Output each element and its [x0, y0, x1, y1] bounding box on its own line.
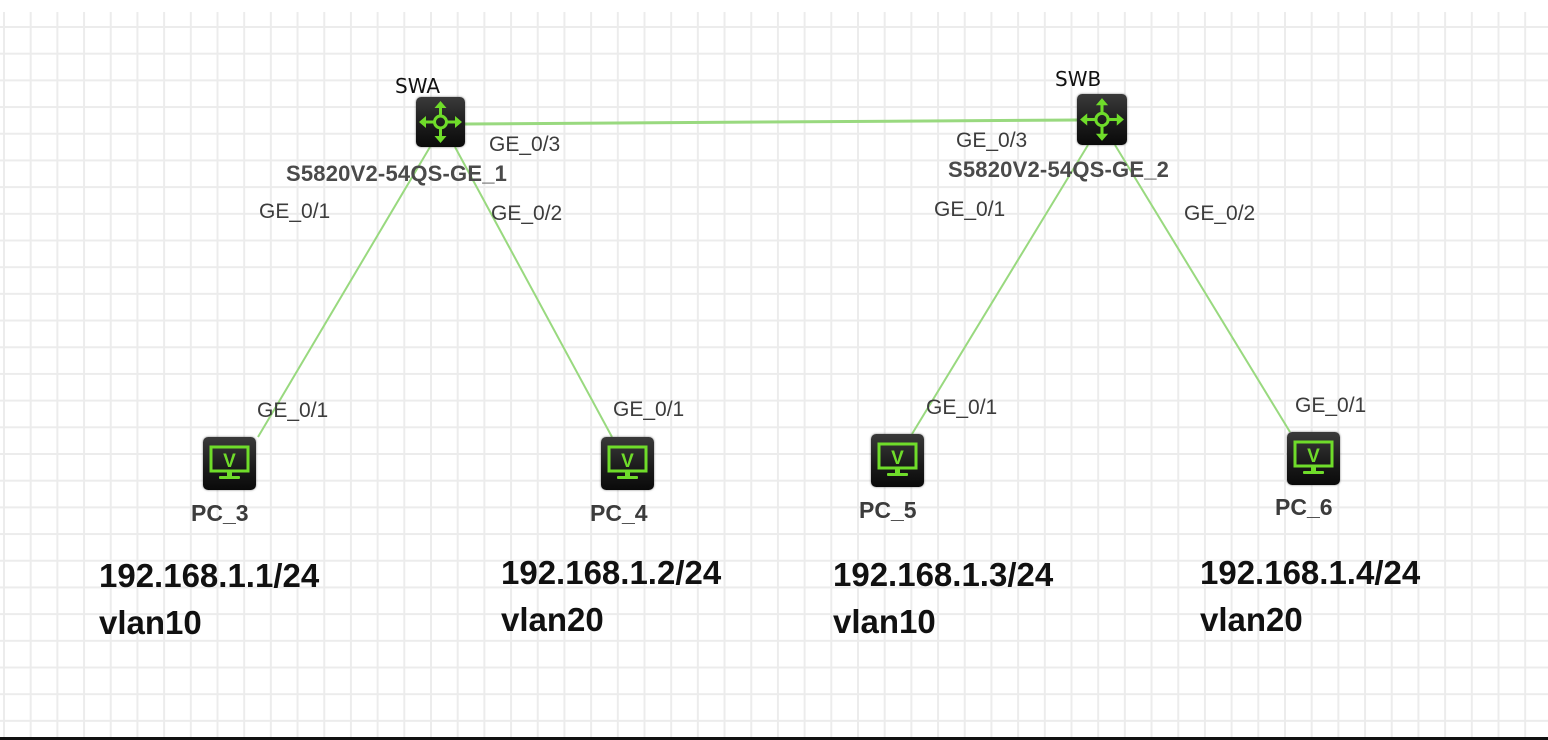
- pc-name-pc6: PC_6: [1275, 494, 1333, 520]
- port-label-swa-ge02: GE_0/2: [491, 202, 563, 225]
- ip-address-pc5: 192.168.1.3/24: [833, 556, 1054, 593]
- link-swb-pc5[interactable]: [911, 144, 1089, 435]
- pc-annotation-pc6: 192.168.1.4/24 vlan20: [1200, 549, 1420, 643]
- ip-address-pc4: 192.168.1.2/24: [501, 554, 722, 591]
- pc-icon: V: [607, 445, 648, 479]
- pc-annotation-pc3: 192.168.1.1/24 vlan10: [99, 552, 319, 646]
- port-label-pc4-ge01: GE_0/1: [613, 398, 685, 421]
- svg-text:V: V: [891, 448, 904, 469]
- port-label-swb-ge01: GE_0/1: [934, 198, 1006, 221]
- svg-text:V: V: [1307, 446, 1320, 467]
- switch-swb[interactable]: [1077, 94, 1127, 145]
- port-label-swb-ge03: GE_0/3: [956, 129, 1028, 152]
- pc-annotation-pc4: 192.168.1.2/24 vlan20: [501, 549, 721, 643]
- switch-model-label-swb: S5820V2-54QS-GE_2: [948, 157, 1170, 182]
- svg-text:V: V: [223, 451, 236, 472]
- port-label-pc5-ge01: GE_0/1: [926, 396, 998, 419]
- ip-address-pc6: 192.168.1.4/24: [1200, 554, 1421, 591]
- port-label-pc6-ge01: GE_0/1: [1295, 394, 1367, 417]
- vlan-label-pc6: vlan20: [1200, 601, 1303, 638]
- switch-model-label-swa: S5820V2-54QS-GE_1: [286, 161, 508, 186]
- vlan-label-pc4: vlan20: [501, 601, 604, 638]
- pc-pc3[interactable]: V: [203, 437, 256, 490]
- link-swa-swb[interactable]: [464, 118, 1079, 126]
- vlan-label-pc5: vlan10: [833, 603, 936, 640]
- canvas-top-margin: [0, 0, 1548, 12]
- port-label-pc3-ge01: GE_0/1: [257, 399, 329, 422]
- link-swa-pc4[interactable]: [454, 146, 613, 438]
- pc-annotation-pc5: 192.168.1.3/24 vlan10: [833, 551, 1053, 645]
- switch-swa[interactable]: [416, 97, 465, 147]
- port-label-swb-ge02: GE_0/2: [1184, 202, 1256, 225]
- switch-icon: [1080, 98, 1124, 141]
- pc-pc4[interactable]: V: [601, 437, 654, 490]
- link-swa-pc3[interactable]: [257, 146, 431, 438]
- port-label-swa-ge01: GE_0/1: [259, 200, 331, 223]
- ip-address-pc3: 192.168.1.1/24: [99, 557, 320, 594]
- pc-name-pc4: PC_4: [590, 500, 648, 526]
- pc-icon: V: [209, 445, 250, 479]
- switch-icon: [419, 101, 462, 143]
- bottom-border: [0, 737, 1548, 740]
- link-swb-pc6[interactable]: [1114, 144, 1291, 433]
- port-label-swa-ge03: GE_0/3: [489, 133, 561, 156]
- pc-name-pc3: PC_3: [191, 500, 249, 526]
- pc-icon: V: [877, 442, 918, 476]
- pc-pc6[interactable]: V: [1287, 432, 1340, 485]
- svg-text:V: V: [621, 451, 634, 472]
- pc-icon: V: [1293, 440, 1334, 474]
- switch-hostname-swb: SWB: [1055, 67, 1102, 91]
- switch-hostname-swa: SWA: [395, 74, 441, 98]
- pc-name-pc5: PC_5: [859, 497, 917, 523]
- vlan-label-pc3: vlan10: [99, 604, 202, 641]
- pc-pc5[interactable]: V: [871, 434, 924, 487]
